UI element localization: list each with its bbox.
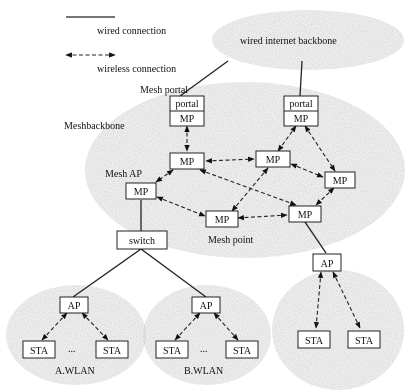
ap-node-b: AP — [191, 296, 221, 314]
internet-backbone-label: wired internet backbone — [240, 36, 337, 47]
mp-bottom-label: MP — [215, 215, 230, 226]
ap-node-right: AP — [312, 253, 342, 272]
portal-left-mp-label: MP — [180, 114, 195, 125]
mesh-point-label: Mesh point — [208, 235, 254, 246]
legend-wired-label: wired connection — [97, 26, 166, 37]
legend-wireless-label: wireless connection — [97, 64, 176, 75]
sta-node-a1: STA — [22, 340, 56, 359]
wl-mp-mp-right — [199, 169, 297, 206]
sta-node-b1: STA — [155, 340, 189, 359]
link-switch-ap-a — [72, 248, 142, 298]
mesh-backbone-label: Meshbackbone — [64, 121, 125, 132]
nodes: portal MP portal MP MP MP MP MP MP — [22, 95, 381, 359]
wireless-links — [41, 125, 361, 341]
sta-a1-label: STA — [30, 346, 49, 357]
mp-node-top-middle: MP — [255, 150, 291, 168]
mp-node-bottom: MP — [205, 210, 239, 228]
portal-node-right: portal MP — [283, 95, 319, 127]
wl-mp-mpright — [290, 163, 324, 178]
mp-node-top-left: MP — [169, 152, 205, 170]
mesh-ap-node: MP — [125, 182, 157, 200]
portal-right-mp-label: MP — [294, 114, 309, 125]
link-switch-ap-b — [140, 248, 207, 298]
wl-mptop-mpbottom — [231, 167, 269, 212]
right-ap-cloud — [272, 270, 404, 390]
sta-r1-label: STA — [305, 336, 324, 347]
mp-right-label: MP — [333, 176, 348, 187]
sta-a2-label: STA — [103, 346, 122, 357]
wl-mp-mp-top — [205, 156, 255, 164]
wl-portal2-mp — [277, 125, 297, 152]
cloud-regions — [6, 10, 405, 390]
wl-ap-right-sta2 — [332, 271, 361, 329]
switch-node: switch — [116, 230, 168, 250]
ap-a-label: AP — [68, 301, 81, 312]
mp-node-right: MP — [324, 171, 356, 189]
wlan-a-cloud — [6, 285, 146, 385]
wl-mpbottom-mplow — [237, 212, 288, 221]
wl-meshap-mpbottom — [156, 196, 206, 217]
wlan-a-ellipsis: ... — [68, 344, 76, 355]
wl-portal2-mpright — [304, 125, 336, 172]
portal-right-label: portal — [289, 99, 313, 110]
sta-node-b2: STA — [225, 340, 259, 359]
labels: wired internet backbone Mesh portal Mesh… — [55, 36, 337, 377]
wlan-b-label: B.WLAN — [184, 366, 223, 377]
mesh-ap-label: Mesh AP — [105, 169, 142, 180]
wired-links — [72, 60, 327, 298]
wl-mpright-mplow — [315, 187, 335, 206]
link-portal2-internet — [299, 60, 303, 97]
portal-node-left: portal MP — [169, 95, 205, 127]
ap-node-a: AP — [59, 296, 89, 314]
sta-node-r2: STA — [347, 330, 381, 349]
mesh-ap-mp-label: MP — [134, 187, 149, 198]
switch-label: switch — [129, 236, 155, 247]
sta-node-a2: STA — [95, 340, 129, 359]
wl-mp-meshap — [155, 169, 174, 183]
mp-lower-right-label: MP — [298, 210, 313, 221]
sta-b2-label: STA — [233, 346, 252, 357]
mp-top-left-label: MP — [180, 157, 195, 168]
wlan-b-ellipsis: ... — [200, 344, 208, 355]
internet-cloud — [212, 10, 404, 70]
wlan-b-cloud — [143, 285, 271, 385]
wlan-a-label: A.WLAN — [55, 366, 95, 377]
mesh-portal-label: Mesh portal — [140, 85, 188, 96]
link-mp-ap-right — [304, 221, 327, 254]
sta-r2-label: STA — [355, 336, 374, 347]
sta-node-r1: STA — [297, 330, 331, 349]
ap-b-label: AP — [200, 301, 213, 312]
mp-node-lower-right: MP — [288, 205, 322, 223]
portal-left-label: portal — [175, 99, 199, 110]
mp-top-middle-label: MP — [266, 155, 281, 166]
ap-right-label: AP — [321, 259, 334, 270]
legend: wired connection wireless connection — [65, 16, 176, 75]
link-portal1-internet — [179, 60, 229, 97]
sta-b1-label: STA — [163, 346, 182, 357]
wl-ap-right-sta1 — [313, 271, 324, 329]
